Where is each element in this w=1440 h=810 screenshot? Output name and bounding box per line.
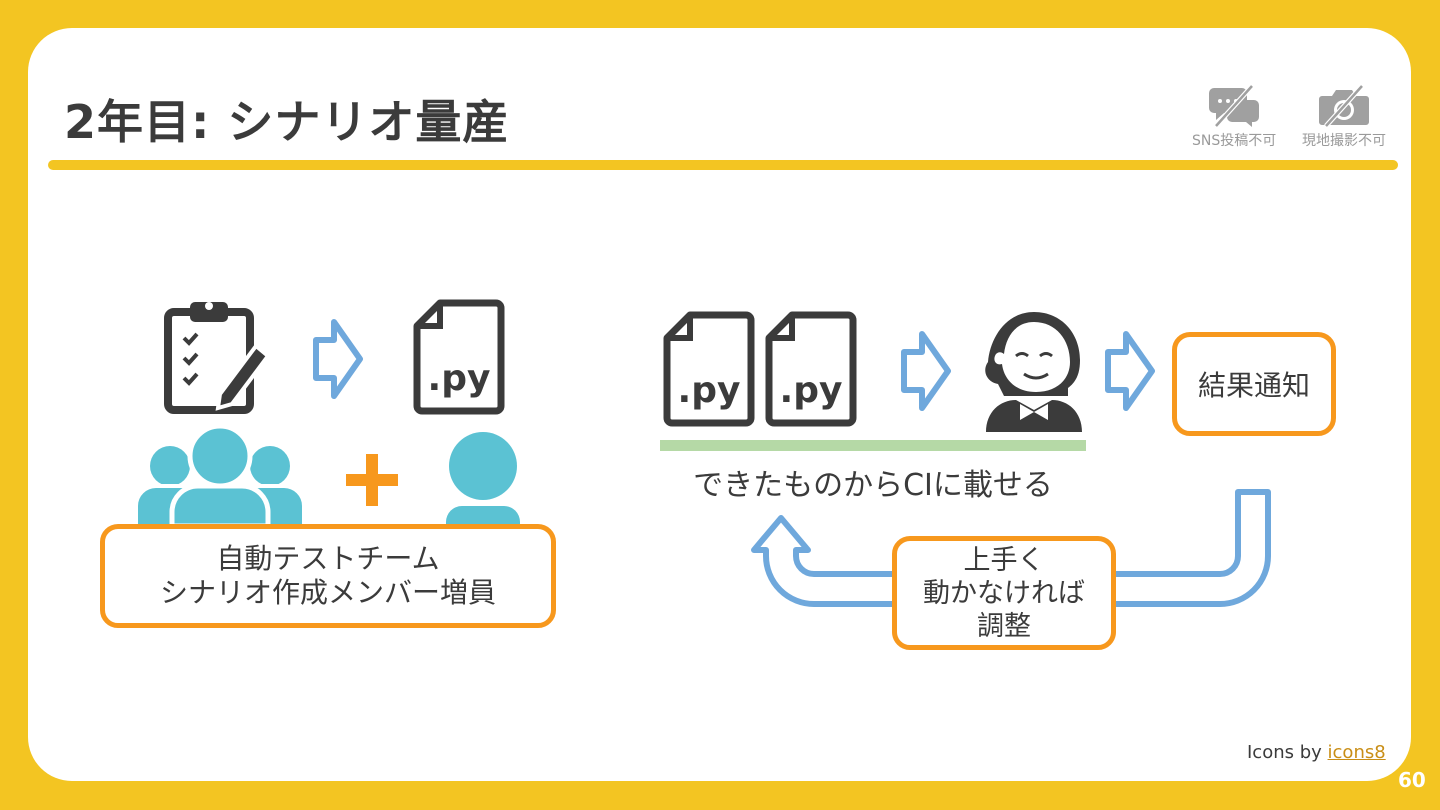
- python-file-label: .py: [779, 370, 843, 411]
- team-label-line: シナリオ作成メンバー増員: [159, 576, 496, 609]
- plus-icon: [346, 454, 398, 506]
- page-title: 2年目: シナリオ量産: [64, 95, 510, 149]
- arrow-right-icon: [1105, 331, 1155, 411]
- feedback-loop-arrow-icon: [751, 489, 1271, 607]
- python-file-icon: [413, 299, 505, 415]
- no-camera-icon: [1319, 84, 1369, 128]
- icon-credit-prefix: Icons by: [1247, 742, 1328, 763]
- result-notification-label: 結果通知: [1197, 369, 1310, 402]
- clipboard-checklist-icon: [164, 302, 271, 414]
- team-expansion-label: 自動テストチーム シナリオ作成メンバー増員: [100, 524, 556, 628]
- adjust-label-line: 上手く: [963, 544, 1045, 576]
- adjust-label-line: 動かなければ: [923, 577, 1085, 609]
- title-underline: [48, 160, 1398, 170]
- team-label-line: 自動テストチーム: [216, 542, 440, 575]
- icons8-link[interactable]: icons8: [1327, 742, 1386, 763]
- arrow-right-icon: [901, 331, 951, 411]
- adjust-label-line: 調整: [977, 610, 1031, 642]
- ci-caption: できたものからCIに載せる: [693, 468, 1053, 503]
- python-file-icon: [765, 311, 857, 427]
- jenkins-butler-icon: [985, 312, 1082, 432]
- python-file-label: .py: [427, 358, 491, 399]
- person-icon: [446, 432, 520, 528]
- notice-no-camera: 現地撮影不可: [1302, 84, 1386, 150]
- icon-credit: Icons by icons8: [1247, 742, 1386, 763]
- team-people-icon: [134, 423, 306, 526]
- notice-label: 現地撮影不可: [1302, 133, 1386, 149]
- notice-no-sns: SNS投稿不可: [1192, 84, 1276, 150]
- ci-bracket-bar: [660, 440, 1086, 451]
- arrow-right-icon: [313, 319, 363, 399]
- python-file-label: .py: [677, 370, 741, 411]
- adjust-label-box: 上手く 動かなければ 調整: [892, 536, 1116, 650]
- notice-label: SNS投稿不可: [1192, 133, 1277, 149]
- python-file-icon: [663, 311, 755, 427]
- result-notification-box: 結果通知: [1172, 332, 1336, 436]
- no-sns-icon: [1209, 84, 1260, 128]
- page-number: 60: [1398, 768, 1426, 792]
